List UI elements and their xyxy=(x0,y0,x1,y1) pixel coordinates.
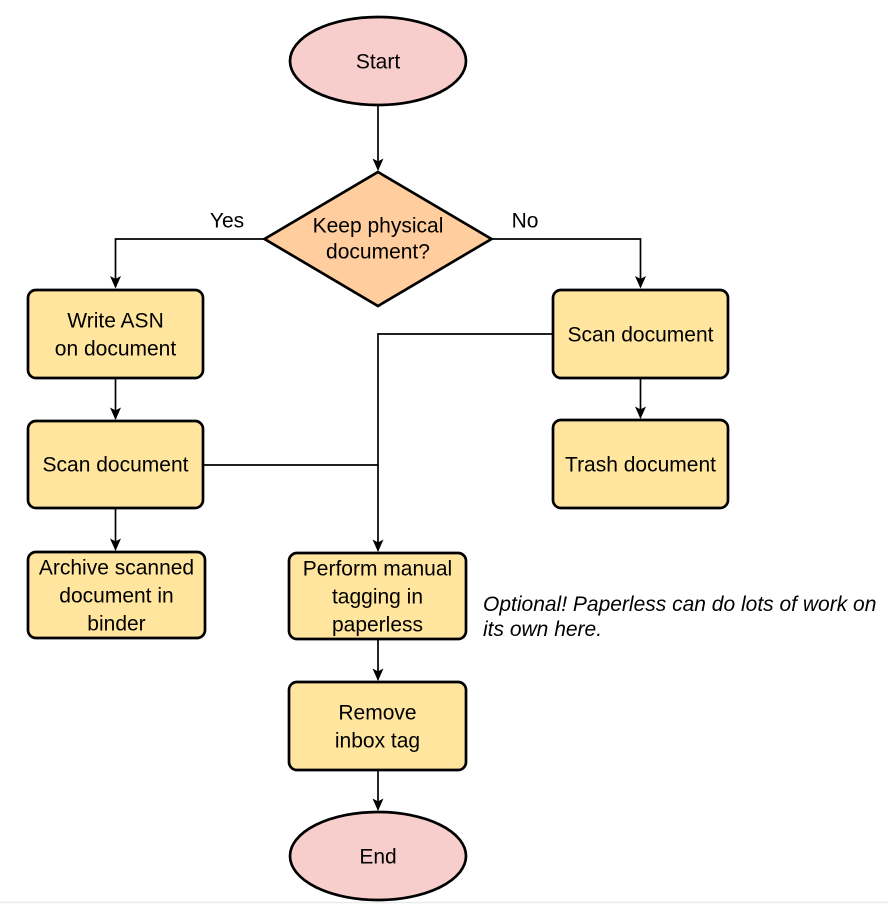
archive-label-line3: binder xyxy=(87,613,145,636)
node-write-asn: Write ASN on document xyxy=(26,288,205,380)
node-tagging: Perform manual tagging in paperless xyxy=(287,551,468,641)
edge-label-yes: Yes xyxy=(210,210,244,233)
edges xyxy=(110,106,646,811)
archive-label-line2: document in xyxy=(59,585,173,608)
write-asn-box xyxy=(26,288,205,380)
edge-scan-right-to-tagging xyxy=(372,333,552,552)
tagging-label-line3: paperless xyxy=(332,614,423,637)
scan-left-box xyxy=(26,419,205,510)
edge-no-branch xyxy=(492,238,646,289)
remove-inbox-box xyxy=(287,680,468,772)
annotation-line2: its own here. xyxy=(483,618,602,641)
node-decision: Keep physical document? xyxy=(261,170,495,308)
decision-label-line2: document? xyxy=(326,241,430,264)
edge-yes-branch xyxy=(110,238,264,289)
end-ellipse xyxy=(288,810,468,902)
write-asn-label-line2: on document xyxy=(55,338,177,361)
write-asn-label-line1: Write ASN xyxy=(67,310,163,333)
scan-right-label: Scan document xyxy=(568,324,714,347)
scan-left-label: Scan document xyxy=(43,454,189,477)
tagging-label-line1: Perform manual xyxy=(303,558,452,581)
end-label: End xyxy=(359,846,396,869)
decision-diamond xyxy=(261,170,495,308)
node-trash: Trash document xyxy=(551,418,730,510)
start-label: Start xyxy=(356,51,401,74)
node-archive: Archive scanned document in binder xyxy=(26,550,207,640)
annotation-line1: Optional! Paperless can do lots of work … xyxy=(483,593,876,616)
start-ellipse xyxy=(288,15,468,107)
node-scan-right: Scan document xyxy=(551,288,730,380)
node-end: End xyxy=(288,810,468,902)
archive-box xyxy=(26,550,207,640)
scan-right-box xyxy=(551,288,730,380)
edge-label-no: No xyxy=(512,210,539,233)
tagging-box xyxy=(287,551,468,641)
decision-label-line1: Keep physical xyxy=(313,215,444,238)
annotation-note: Optional! Paperless can do lots of work … xyxy=(483,593,876,641)
node-scan-left: Scan document xyxy=(26,419,205,510)
remove-inbox-label-line2: inbox tag xyxy=(335,730,420,753)
trash-box xyxy=(551,418,730,510)
tagging-label-line2: tagging in xyxy=(332,586,423,609)
node-remove-inbox: Remove inbox tag xyxy=(287,680,468,772)
remove-inbox-label-line1: Remove xyxy=(338,702,416,725)
trash-label: Trash document xyxy=(565,454,716,477)
archive-label-line1: Archive scanned xyxy=(39,557,194,580)
node-start: Start xyxy=(288,15,468,107)
